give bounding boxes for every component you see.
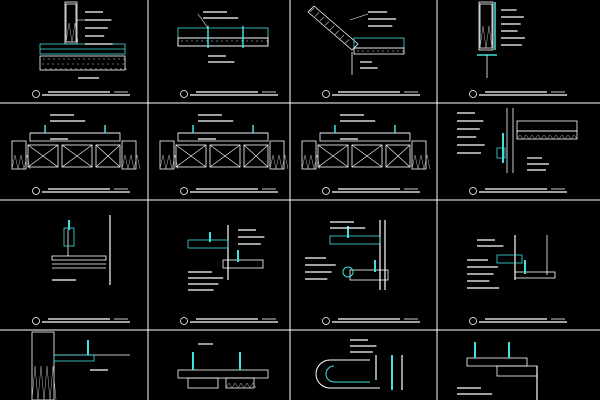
detail-vertical-panel-a [469, 1, 567, 98]
detail-ceiling-step-b [305, 220, 420, 325]
detail-light-trough-b [457, 342, 538, 400]
detail-ceiling-step-c [467, 235, 567, 325]
detail-raised-floor-a [11, 114, 141, 195]
detail-wall-section-a [32, 1, 130, 98]
detail-wall-base-detail [31, 331, 130, 400]
detail-floor-joint-a [177, 11, 278, 98]
detail-number-bubble [322, 317, 330, 325]
detail-cornice-detail-a [457, 108, 578, 195]
detail-raised-floor-c [301, 114, 431, 195]
detail-raised-floor-b [159, 114, 289, 195]
detail-number-bubble [32, 317, 40, 325]
detail-curved-trough [315, 339, 403, 390]
detail-number-bubble [32, 187, 40, 195]
detail-number-bubble [469, 90, 477, 98]
detail-number-bubble [180, 90, 188, 98]
detail-number-bubble [322, 90, 330, 98]
detail-number-bubble [32, 90, 40, 98]
detail-number-bubble [180, 317, 188, 325]
detail-number-bubble [469, 187, 477, 195]
detail-number-bubble [469, 317, 477, 325]
detail-angled-wall-joint [307, 5, 420, 98]
detail-number-bubble [180, 187, 188, 195]
detail-ceiling-step-a [180, 225, 278, 325]
detail-light-trough-a [177, 343, 269, 389]
detail-number-bubble [322, 187, 330, 195]
detail-wall-cap-detail [32, 215, 130, 325]
